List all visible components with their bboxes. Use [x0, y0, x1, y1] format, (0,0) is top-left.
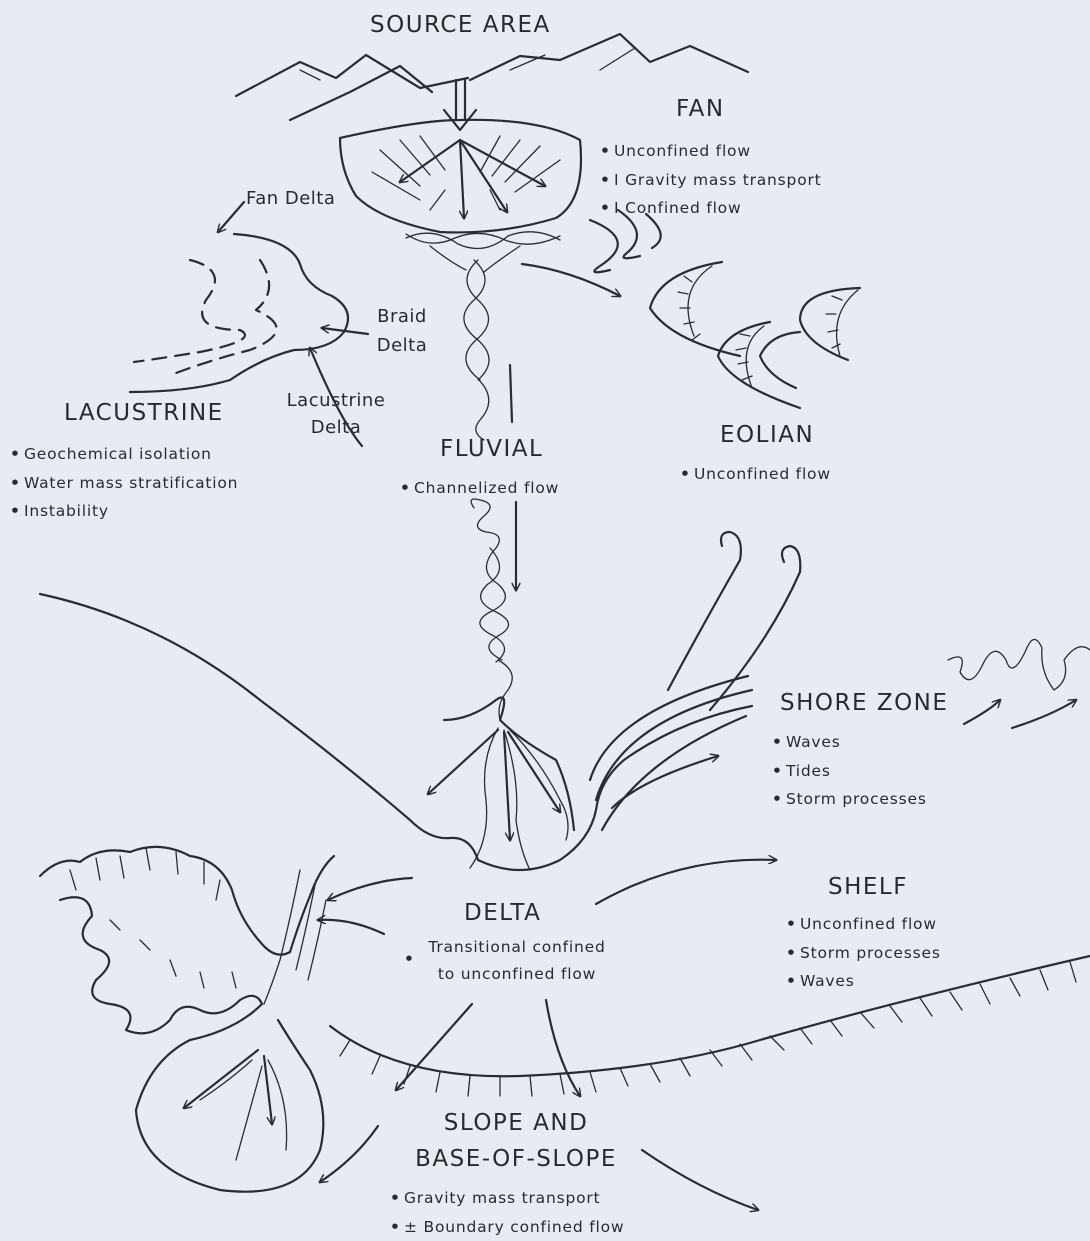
fan-delta-label: Fan Delta	[246, 188, 335, 209]
slope-bullet: ± Boundary confined flow	[390, 1213, 624, 1241]
shelf-bullet: Unconfined flow	[786, 910, 941, 939]
delta-to-slope-arrows	[320, 1000, 758, 1210]
slope-bullets: Gravity mass transport ± Boundary confin…	[390, 1184, 624, 1241]
shore-waves	[590, 676, 752, 830]
fan-delta-arrow	[218, 202, 244, 232]
slope-title-line1: SLOPE AND	[396, 1110, 636, 1136]
source-arrow	[444, 80, 476, 130]
shore-zone-bullet: Tides	[772, 757, 927, 786]
eolian-bullet: Unconfined flow	[680, 460, 831, 489]
lacustrine-delta-label-line2: Delta	[286, 417, 386, 438]
delta-distributaries	[428, 728, 568, 870]
eolian-bullets: Unconfined flow	[680, 460, 831, 489]
lacustrine-bullet: Water mass stratification	[10, 469, 238, 498]
lacustrine-bullet: Instability	[10, 497, 238, 526]
shelf-bullets: Unconfined flow Storm processes Waves	[786, 910, 941, 996]
shelf-title: SHELF	[828, 874, 908, 900]
lacustrine-delta-label-line1: Lacustrine	[286, 390, 386, 411]
lacustrine-title: LACUSTRINE	[64, 400, 224, 426]
delta-bullet-line2: to unconfined flow	[412, 965, 622, 983]
coastline	[40, 594, 752, 870]
fan-to-eolian-arrows	[522, 210, 661, 296]
mountain-ridge	[236, 34, 748, 120]
braid-delta-label-line1: Braid	[372, 306, 432, 327]
fan-bullet: Unconfined flow	[600, 137, 822, 166]
delta-title: DELTA	[464, 900, 541, 926]
fluvial-title: FLUVIAL	[440, 436, 543, 462]
shore-zone-title: SHORE ZONE	[780, 690, 948, 716]
delta-to-shelf-arrow	[596, 860, 776, 904]
shelf-bullet: Storm processes	[786, 939, 941, 968]
shelf-bullet: Waves	[786, 967, 941, 996]
lake-shoreline	[130, 234, 348, 392]
lacustrine-bullet: Geochemical isolation	[10, 440, 238, 469]
coastal-scribbles	[948, 639, 1090, 728]
alluvial-fan	[340, 120, 581, 233]
fan-bullet: I Confined flow	[600, 194, 822, 223]
lacustrine-bullets: Geochemical isolation Water mass stratif…	[10, 440, 238, 526]
eolian-title: EOLIAN	[720, 422, 814, 448]
fan-bullet: I Gravity mass transport	[600, 166, 822, 195]
slope-canyon-fan	[40, 847, 412, 1192]
braid-delta-label-line2: Delta	[372, 335, 432, 356]
slope-bullet: Gravity mass transport	[390, 1184, 624, 1213]
fan-title: FAN	[676, 96, 725, 122]
delta-bullet-line1: Transitional confined	[412, 938, 622, 956]
eolian-curls	[668, 532, 800, 710]
fluvial-bullets: Channelized flow	[400, 474, 559, 503]
slope-title-line2: BASE-OF-SLOPE	[386, 1146, 646, 1172]
shore-zone-bullet: Storm processes	[772, 785, 927, 814]
meandering-channel	[471, 499, 516, 720]
source-area-title: SOURCE AREA	[370, 12, 551, 38]
shore-zone-bullets: Waves Tides Storm processes	[772, 728, 927, 814]
fan-bullets: Unconfined flow I Gravity mass transport…	[600, 137, 822, 223]
fluvial-bullet: Channelized flow	[400, 474, 559, 503]
barchan-dunes	[650, 262, 860, 408]
shore-zone-bullet: Waves	[772, 728, 927, 757]
